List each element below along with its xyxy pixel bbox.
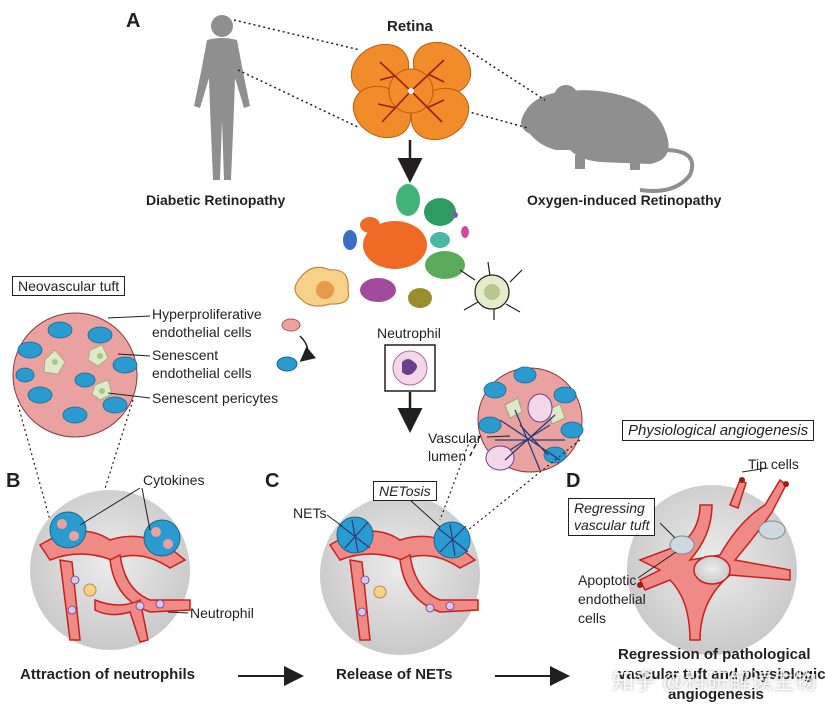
vascular-lumen-label: Vascular <box>428 430 482 446</box>
net-tuft-illustration <box>477 366 584 473</box>
regressing-line-2: vascular tuft <box>574 516 650 533</box>
retina-icon <box>350 41 472 141</box>
senescent-pericytes-label: Senescent pericytes <box>152 390 279 406</box>
macrophage-icon <box>294 266 350 307</box>
neovascular-tuft-illustration <box>12 312 138 438</box>
senescent-endothelial-label-2: endothelial cells <box>152 365 252 381</box>
neutrophil-icon <box>384 344 436 392</box>
retina-globe-c <box>320 495 480 655</box>
apoptotic-label-2: endothelial <box>578 591 646 607</box>
panel-b-letter: B <box>6 470 21 492</box>
nets-label: NETs <box>293 505 327 521</box>
neutrophil-label: Neutrophil <box>377 325 441 341</box>
hyperproliferative-label-2: endothelial cells <box>152 324 252 340</box>
human-figure-icon <box>194 15 250 180</box>
neutrophil-b-label: Neutrophil <box>190 605 254 621</box>
panel-d-letter: D <box>566 470 581 492</box>
senescent-endothelial-label: Senescent <box>152 347 219 363</box>
diabetic-retinopathy-label: Diabetic Retinopathy <box>146 192 286 208</box>
watermark: 知乎 @科研解读生物 <box>612 669 817 694</box>
retina-label: Retina <box>387 18 433 35</box>
mouse-icon <box>521 85 695 193</box>
tip-cells-label: Tip cells <box>748 456 799 472</box>
neovascular-tuft-title: Neovascular tuft <box>12 276 126 297</box>
apoptotic-label: Apoptotic <box>578 572 637 588</box>
caption-d-3: angiogenesis <box>668 686 764 703</box>
microglia-icon <box>459 261 523 320</box>
netosis-label: NETosis <box>373 481 437 502</box>
caption-b: Attraction of neutrophils <box>20 666 195 683</box>
panel-a-letter: A <box>126 10 141 32</box>
caption-d: Regression of pathological <box>618 646 811 663</box>
cluster-plot <box>343 184 469 308</box>
panel-c-letter: C <box>265 470 280 492</box>
retina-globe-d <box>627 477 797 655</box>
vascular-lumen-label-2: lumen <box>428 448 467 464</box>
caption-d-2: vascular tuft and physiological <box>618 666 826 683</box>
cell-transition-icon <box>276 318 317 372</box>
regressing-line-1: Regressing <box>574 500 645 516</box>
caption-c: Release of NETs <box>336 666 453 683</box>
retina-globe-b <box>30 490 191 650</box>
projection-lines <box>233 19 546 129</box>
apoptotic-label-3: cells <box>578 610 607 626</box>
hyperproliferative-label: Hyperproliferative <box>152 306 262 322</box>
oir-label: Oxygen-induced Retinopathy <box>527 192 722 208</box>
physiological-angiogenesis-label: Physiological angiogenesis <box>622 420 815 442</box>
cytokines-label: Cytokines <box>143 472 205 488</box>
